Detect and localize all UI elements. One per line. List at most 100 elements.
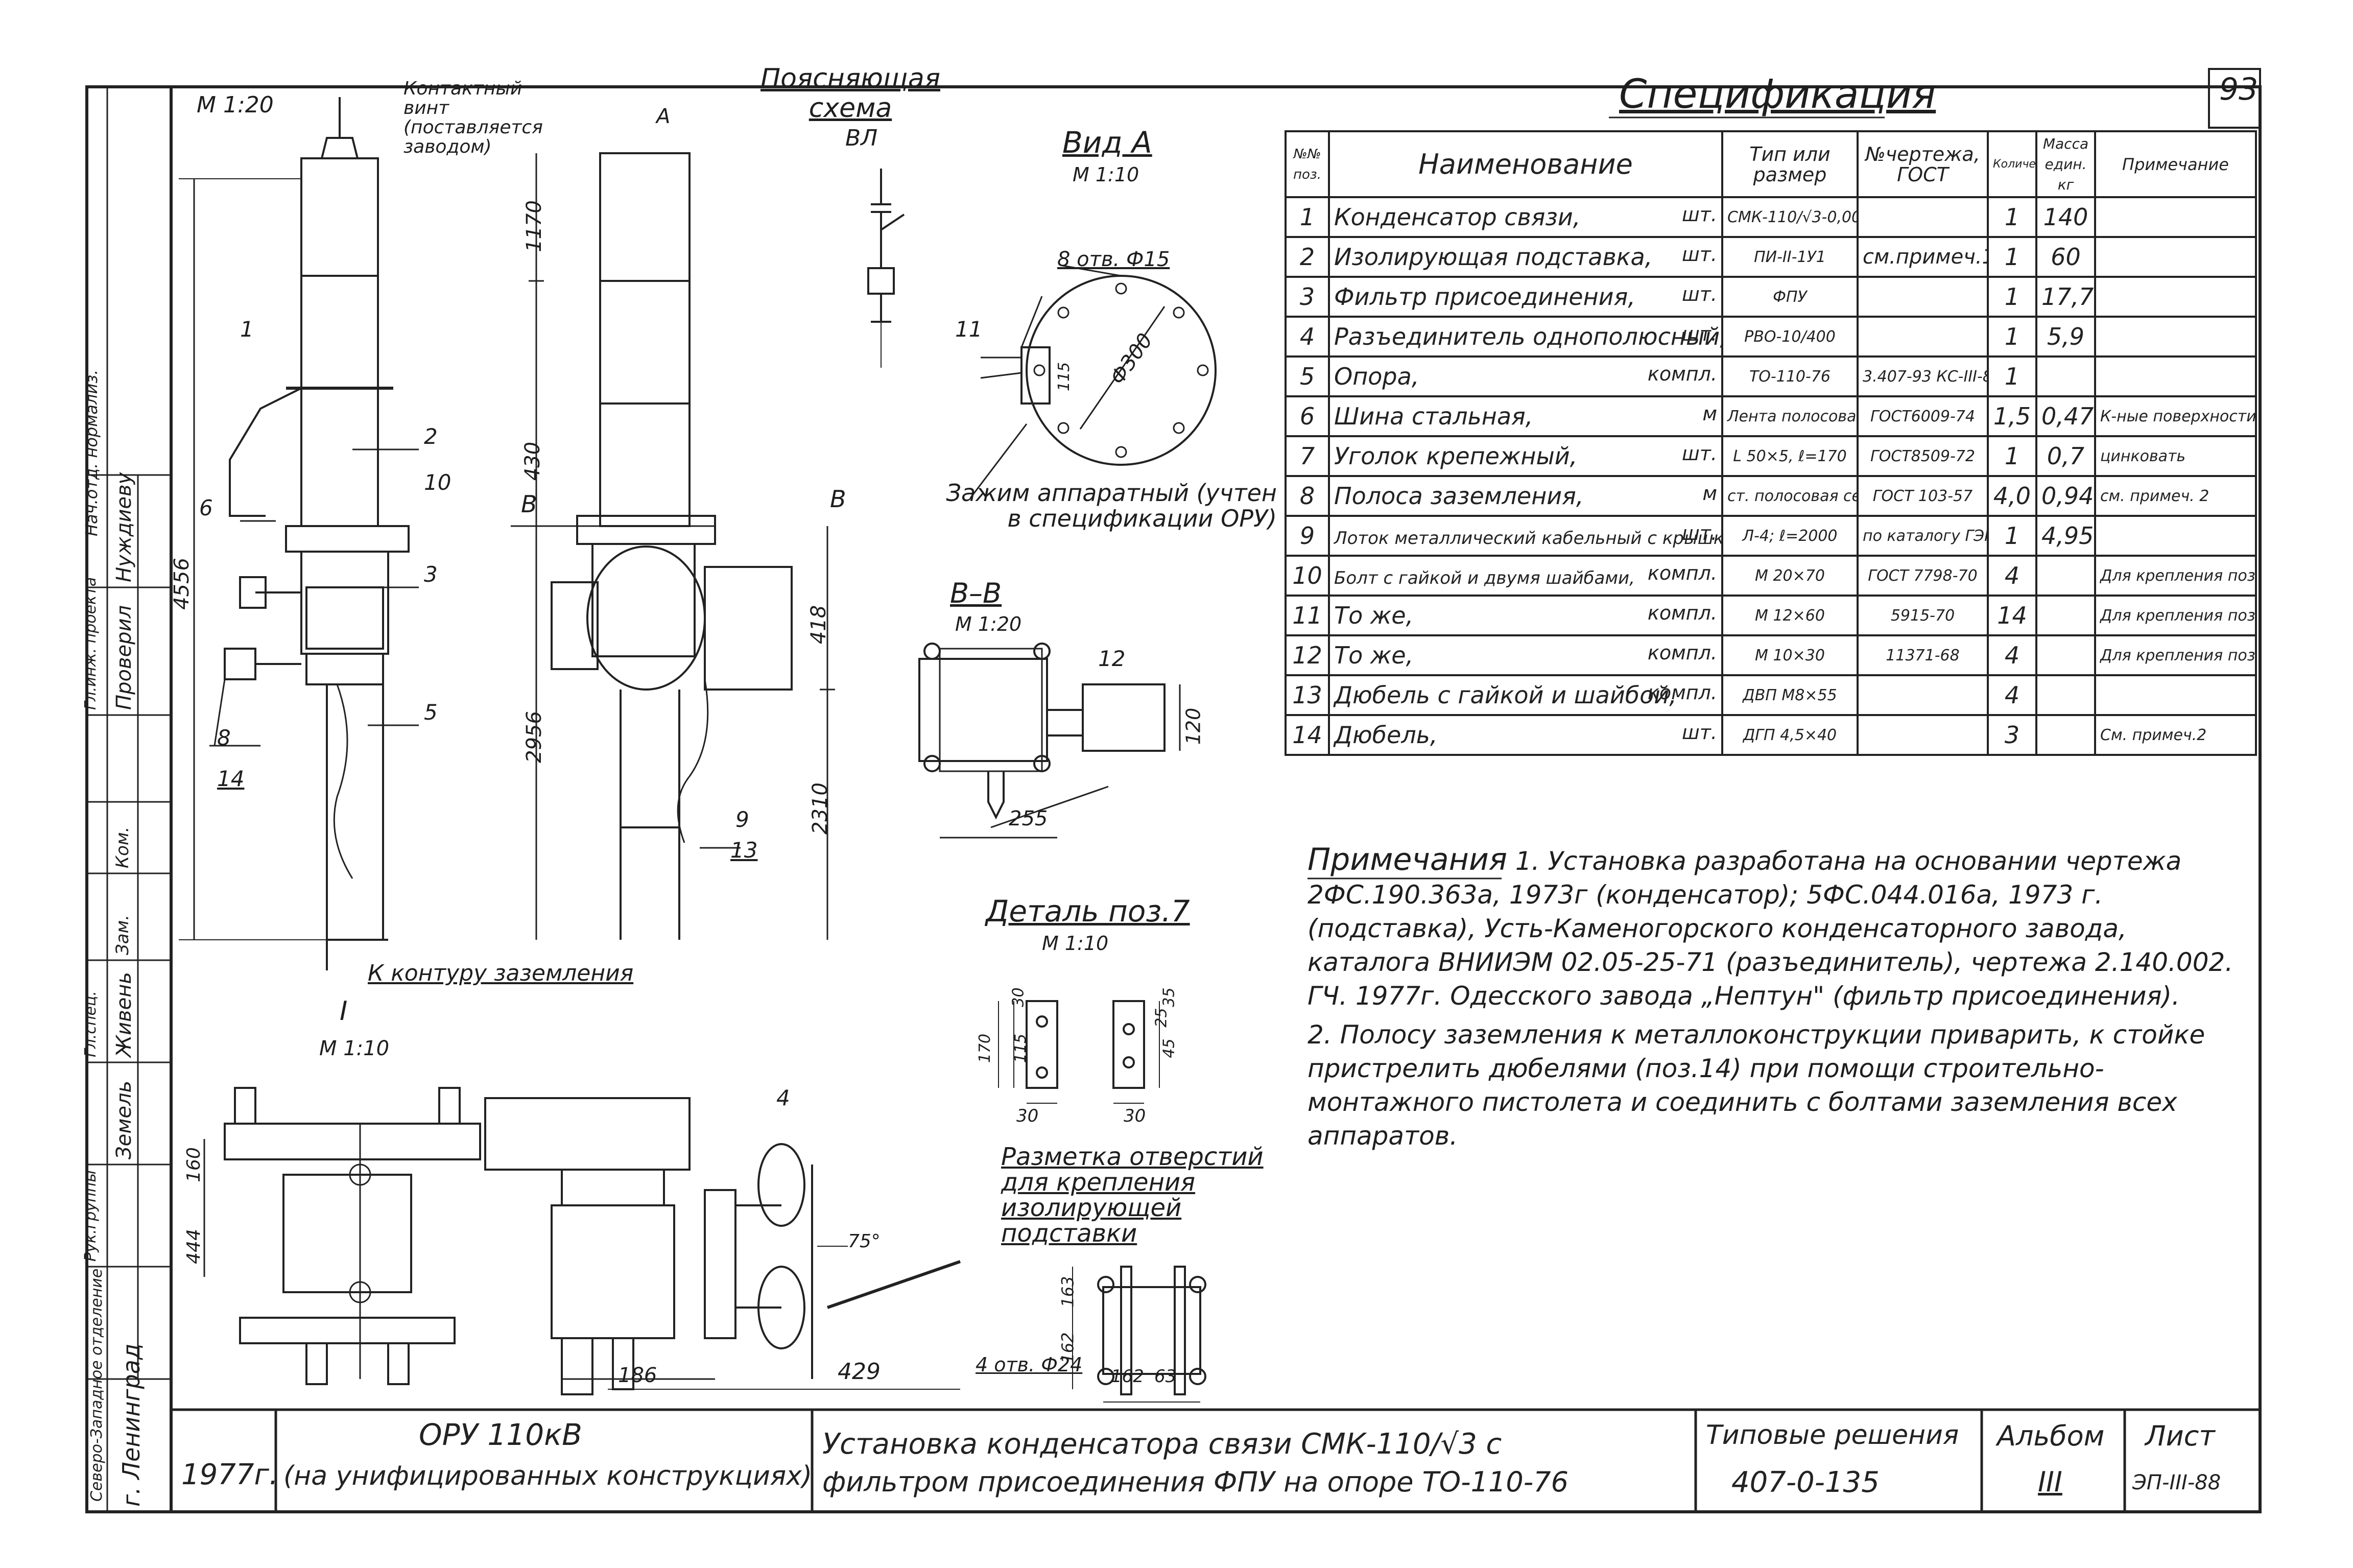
callout-3: 3: [424, 562, 438, 587]
detail-dim: 35: [1160, 987, 1178, 1007]
main-scale-label: М 1:20: [197, 92, 274, 118]
spec-header-note: Примечание: [2094, 130, 2257, 198]
spec-item-name: Болт с гайкой и двумя шайбами,: [1334, 568, 1635, 588]
spec-cell-mass: 0,94: [2035, 475, 2096, 517]
callout-9: 9: [735, 807, 749, 832]
spec-cell-drawing: ГОСТ8509-72: [1857, 435, 1989, 477]
spec-cell-pos: 13: [1285, 674, 1330, 716]
spec-item-unit: шт.: [1682, 442, 1717, 465]
spec-cell-note: Для крепления поз.1,4,7: [2094, 595, 2257, 636]
title-object-1: ОРУ 110кВ: [419, 1417, 582, 1452]
stamp-cell: Рук.группы: [82, 1170, 100, 1262]
spec-cell-qty: 1: [1987, 515, 2037, 557]
spec-cell-note: См. примеч.2: [2094, 714, 2257, 756]
spec-cell-mass: 0,7: [2035, 435, 2096, 477]
section-bb: [918, 643, 1181, 839]
spec-cell-qty: 4,0: [1987, 475, 2037, 517]
callout-8: 8: [217, 725, 231, 750]
dim-160-label: 160: [183, 1147, 204, 1182]
note-item-2: 2. Полосу заземления к металлоконструкци…: [1308, 1020, 2205, 1151]
spec-cell-note: цинковать: [2094, 435, 2257, 477]
callout-1: 1: [240, 317, 254, 342]
marking-dim: 162: [1058, 1332, 1078, 1364]
spec-item-unit: м: [1702, 482, 1717, 505]
spec-cell-mass: 4,95: [2035, 515, 2096, 557]
spec-cell-qty: 1: [1987, 435, 2037, 477]
notes-title: Примечания: [1308, 842, 1507, 877]
title-object-2: (на унифицированных конструкциях): [283, 1461, 813, 1491]
view-a: [969, 265, 1217, 498]
spec-cell-pos: 4: [1285, 316, 1330, 358]
spec-item-name: Дюбель,: [1334, 721, 1438, 749]
spec-item-name: Шина стальная,: [1334, 402, 1533, 430]
spec-item-unit: компл.: [1647, 562, 1717, 584]
spec-item-name: То же,: [1334, 642, 1414, 669]
dim-418-label: 418: [807, 605, 831, 645]
spec-cell-type: Лента полосовая сеч. 20×3: [1721, 395, 1859, 437]
vl-label: ВЛ: [845, 125, 878, 151]
spec-cell-qty: 1: [1987, 196, 2037, 238]
spec-cell-mass: [2035, 555, 2096, 597]
spec-cell-type: L 50×5, ℓ=170: [1721, 435, 1859, 477]
spec-cell-drawing: [1857, 196, 1989, 238]
spec-item-name: Полоса заземления,: [1334, 482, 1584, 510]
spec-cell-note: [2094, 236, 2257, 278]
spec-cell-drawing: по каталогу ГЭМ, 1973 г.: [1857, 515, 1989, 557]
stamp-cell: Живень: [112, 972, 136, 1057]
detail-dim: 30: [1009, 987, 1028, 1007]
dim-2956-label: 2956: [522, 711, 546, 763]
spec-cell-drawing: ГОСТ 103-57: [1857, 475, 1989, 517]
stamp-cell: Гл.спец.: [82, 991, 100, 1057]
spec-cell-pos: 10: [1285, 555, 1330, 597]
spec-cell-name: компл.Дюбель с гайкой и шайбой,: [1328, 674, 1723, 716]
sheet-label: Лист: [2145, 1420, 2215, 1452]
spec-cell-note: Для крепления поз.2: [2094, 555, 2257, 597]
callout-4: 4: [776, 1085, 790, 1110]
title-block-grid: [171, 1408, 2260, 1512]
sheet-value: ЭП-III-88: [2132, 1471, 2221, 1494]
stamp-cell: Северо-Западное отделение: [88, 1268, 106, 1502]
marking-holes-label: 4 отв. Ф24: [976, 1353, 1083, 1376]
typical-solutions-value: 407-0-135: [1731, 1466, 1880, 1499]
spec-item-unit: шт.: [1682, 283, 1717, 305]
spec-cell-note: [2094, 276, 2257, 318]
spec-cell-drawing: [1857, 316, 1989, 358]
dim-186-label: 186: [618, 1364, 657, 1387]
spec-cell-type: Л-4; ℓ=2000: [1721, 515, 1859, 557]
spec-cell-pos: 9: [1285, 515, 1330, 557]
spec-cell-mass: 140: [2035, 196, 2096, 238]
spec-body: 1шт.Конденсатор связи,СМК-110/√3-0,0064У…: [1285, 196, 2257, 756]
contact-screw-label: Контактный винт (поставляется заводом): [403, 78, 543, 157]
section-bb-title: В–В: [950, 577, 1002, 609]
spec-cell-pos: 11: [1285, 595, 1330, 636]
spec-cell-name: шт.Фильтр присоединения,: [1328, 276, 1723, 318]
callout-13: 13: [730, 838, 758, 863]
spec-cell-name: компл. Болт с гайкой и двумя шайбами,: [1328, 555, 1723, 597]
spec-cell-name: м Полоса заземления,: [1328, 475, 1723, 517]
spec-cell-name: шт.Уголок крепежный,: [1328, 435, 1723, 477]
grounding-label: К контуру заземления: [368, 960, 634, 986]
detail-dim: 30: [1016, 1106, 1039, 1126]
dim-430-label: 430: [521, 441, 545, 481]
spec-cell-name: компл.То же,: [1328, 595, 1723, 636]
arrow-a-label: А: [656, 105, 671, 128]
spec-cell-type: ПИ-II-1У1: [1721, 236, 1859, 278]
spec-cell-type: РВО-10/400: [1721, 316, 1859, 358]
spec-cell-name: шт.Конденсатор связи,: [1328, 196, 1723, 238]
spec-cell-name: шт.Изолирующая подставка,: [1328, 236, 1723, 278]
spec-cell-note: [2094, 316, 2257, 358]
typical-solutions-label: Типовые решения: [1706, 1420, 1959, 1451]
spec-cell-pos: 8: [1285, 475, 1330, 517]
spec-cell-pos: 7: [1285, 435, 1330, 477]
spec-cell-type: М 12×60: [1721, 595, 1859, 636]
detail-i-title: I: [340, 996, 348, 1027]
dim-4556-label: 4556: [170, 558, 194, 610]
spec-cell-drawing: 5915-70: [1857, 595, 1989, 636]
detail-pos7: [998, 1000, 1160, 1104]
